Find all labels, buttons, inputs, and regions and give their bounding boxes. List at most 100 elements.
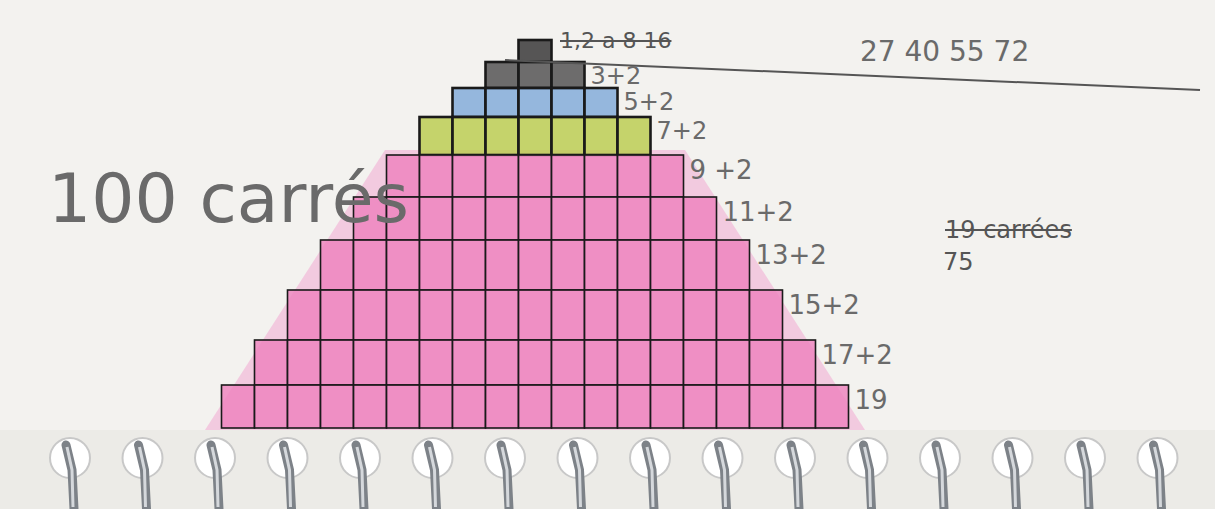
- spiral-shine: [430, 447, 436, 507]
- spiral-wire: [719, 445, 727, 509]
- square: [354, 385, 387, 428]
- square: [387, 290, 420, 340]
- row-count: 9 +2: [690, 157, 753, 183]
- square: [618, 155, 651, 197]
- square: [552, 197, 585, 240]
- spiral-wire: [936, 445, 944, 509]
- square: [321, 385, 354, 428]
- square-row: [288, 290, 783, 340]
- square-row: [486, 62, 585, 88]
- square: [585, 340, 618, 385]
- square: [552, 117, 585, 155]
- row-count: 17+2: [822, 342, 893, 368]
- spiral-shine: [1010, 447, 1016, 507]
- row-count: 3+2: [591, 64, 642, 88]
- spiral-shine: [937, 447, 943, 507]
- total-note: 100 carrés: [48, 165, 409, 233]
- square: [684, 340, 717, 385]
- square: [255, 340, 288, 385]
- spiral-wire: [1154, 445, 1162, 509]
- spiral-shine: [67, 447, 73, 507]
- square: [750, 340, 783, 385]
- square: [453, 290, 486, 340]
- square: [651, 240, 684, 290]
- square: [651, 155, 684, 197]
- square: [453, 117, 486, 155]
- square: [519, 290, 552, 340]
- square: [651, 290, 684, 340]
- square: [255, 385, 288, 428]
- square: [486, 62, 519, 88]
- spiral-wire: [791, 445, 799, 509]
- paper-light: [0, 0, 1215, 430]
- square: [321, 340, 354, 385]
- square: [519, 197, 552, 240]
- square: [387, 240, 420, 290]
- square: [816, 385, 849, 428]
- row-count: 7+2: [657, 119, 708, 143]
- square: [585, 385, 618, 428]
- spiral-wire: [429, 445, 437, 509]
- square: [750, 290, 783, 340]
- square: [585, 197, 618, 240]
- row-count: 19: [855, 387, 888, 413]
- spiral-shine: [792, 447, 798, 507]
- square: [552, 88, 585, 117]
- square: [717, 340, 750, 385]
- square: [651, 340, 684, 385]
- spiral-wire: [66, 445, 74, 509]
- square: [585, 240, 618, 290]
- square: [552, 240, 585, 290]
- square-row: [519, 40, 552, 62]
- square: [618, 240, 651, 290]
- spiral-wire: [864, 445, 872, 509]
- square: [717, 240, 750, 290]
- square: [387, 385, 420, 428]
- square: [585, 290, 618, 340]
- square: [486, 385, 519, 428]
- spiral-shine: [502, 447, 508, 507]
- square: [453, 340, 486, 385]
- spiral-wire: [211, 445, 219, 509]
- spiral-wire: [574, 445, 582, 509]
- square: [717, 385, 750, 428]
- square: [717, 290, 750, 340]
- square: [519, 40, 552, 62]
- spiral-wire: [646, 445, 654, 509]
- square: [585, 117, 618, 155]
- square: [354, 240, 387, 290]
- square: [387, 340, 420, 385]
- crossed-note: 19 carrées: [945, 218, 1072, 242]
- spiral-shine: [1082, 447, 1088, 507]
- spiral-shine: [212, 447, 218, 507]
- square: [618, 117, 651, 155]
- square: [420, 155, 453, 197]
- square: [651, 197, 684, 240]
- square: [684, 290, 717, 340]
- square: [618, 290, 651, 340]
- row-count: 13+2: [756, 242, 827, 268]
- square: [453, 88, 486, 117]
- square: [420, 240, 453, 290]
- square: [453, 385, 486, 428]
- square: [486, 155, 519, 197]
- spiral-wire: [1009, 445, 1017, 509]
- square: [783, 340, 816, 385]
- square: [486, 290, 519, 340]
- square: [288, 290, 321, 340]
- square: [552, 62, 585, 88]
- square-row: [420, 117, 651, 155]
- square-row: [321, 240, 750, 290]
- square: [486, 88, 519, 117]
- square: [420, 117, 453, 155]
- square: [684, 197, 717, 240]
- square-row: [222, 385, 849, 428]
- spiral-wire: [139, 445, 147, 509]
- square: [684, 385, 717, 428]
- square: [552, 385, 585, 428]
- spiral-shine: [285, 447, 291, 507]
- square: [453, 197, 486, 240]
- square-row: [387, 155, 684, 197]
- square: [354, 340, 387, 385]
- spiral-shine: [140, 447, 146, 507]
